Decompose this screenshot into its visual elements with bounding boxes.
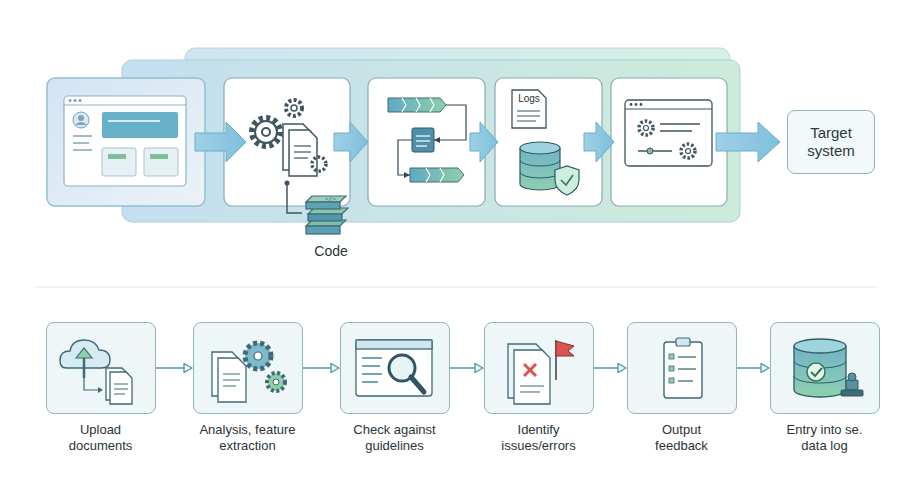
process-step-box: Entry into se. data log bbox=[770, 322, 880, 414]
block-arrows bbox=[195, 122, 780, 162]
process-stage-boxes bbox=[224, 78, 727, 206]
node-label: Target system bbox=[795, 124, 867, 160]
analysis-icon bbox=[212, 343, 285, 402]
workflow-icon bbox=[388, 98, 466, 182]
step-caption: Check against guidelines bbox=[340, 422, 450, 454]
code-gears-icon bbox=[252, 100, 326, 213]
upload-icon bbox=[60, 340, 132, 404]
flow-arrow bbox=[303, 364, 339, 373]
component-label: Code bbox=[303, 243, 359, 259]
settings-window-icon bbox=[625, 100, 712, 166]
issues-icon bbox=[508, 340, 574, 404]
process-step-box: Upload documents bbox=[46, 322, 156, 414]
flow-arrow bbox=[450, 364, 483, 373]
process-step-box: Output feedback bbox=[627, 322, 737, 414]
flow-arrow bbox=[594, 364, 626, 373]
background-band bbox=[122, 48, 740, 222]
step-caption: Entry into se. data log bbox=[779, 422, 871, 454]
icon-label: Logs bbox=[514, 93, 544, 104]
flow-arrow bbox=[737, 364, 769, 373]
step-caption: Identify issues/errors bbox=[487, 422, 591, 454]
step-caption: Analysis, feature extraction bbox=[185, 422, 311, 454]
feedback-icon bbox=[664, 338, 702, 398]
process-step-box: Check against guidelines bbox=[340, 322, 450, 414]
code-books-icon: </> bbox=[306, 196, 348, 234]
step-caption: Output feedback bbox=[647, 422, 717, 454]
svg-text:</>: </> bbox=[325, 196, 336, 203]
ui-window-box bbox=[47, 78, 205, 206]
step-caption: Upload documents bbox=[61, 422, 141, 454]
flow-arrow bbox=[156, 364, 192, 373]
data-log-icon bbox=[794, 339, 863, 397]
process-step-box: Analysis, feature extraction bbox=[193, 322, 303, 414]
inspect-icon bbox=[356, 340, 432, 396]
process-step-box: Identify issues/errors bbox=[484, 322, 594, 414]
section-divider bbox=[35, 287, 877, 288]
target-system-box: Target system bbox=[787, 110, 875, 174]
logs-database-icon bbox=[512, 90, 579, 195]
